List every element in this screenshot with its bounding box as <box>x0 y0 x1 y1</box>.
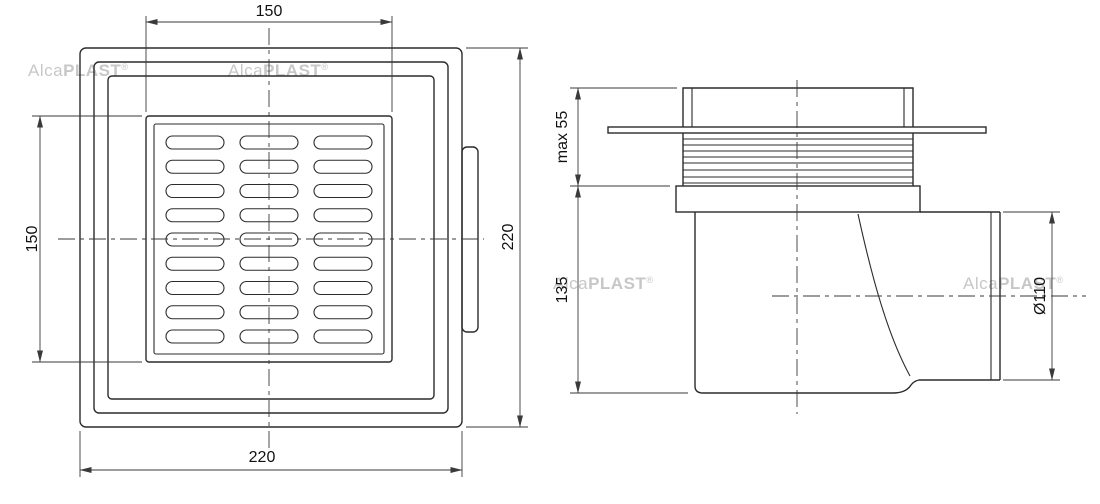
grate-slot <box>165 208 225 223</box>
dim-height: 135 <box>554 277 571 304</box>
watermark-text: AlcaPLAST® <box>28 61 128 80</box>
top-view-dimensions: 150 150 220 220 <box>24 3 528 477</box>
grate-slot <box>313 183 373 199</box>
outer-frame <box>79 47 463 428</box>
watermark-text: AlcaPLAST® <box>963 274 1063 293</box>
dim-body-height: 220 <box>500 224 517 251</box>
top-view <box>58 28 484 448</box>
grate-slot <box>313 329 373 344</box>
grate-edge <box>682 87 914 127</box>
grate-slot <box>313 232 373 247</box>
grate-slot <box>165 329 225 344</box>
body-rim <box>675 185 921 213</box>
grate-slot <box>165 135 225 150</box>
grate-slot <box>313 208 373 223</box>
grate-slot <box>313 280 373 296</box>
watermarks: AlcaPLAST® AlcaPLAST® AlcaPLAST® AlcaPLA… <box>28 61 1063 293</box>
grate-slot <box>313 305 373 320</box>
inner-frame <box>107 75 435 400</box>
dim-collar-max: max 55 <box>554 111 571 164</box>
grate-slot <box>165 256 225 271</box>
side-view-dimensions: max 55 135 Ø110 <box>554 87 1060 394</box>
grate-slot <box>165 232 225 247</box>
grate-slot <box>165 159 225 174</box>
body-outline <box>694 212 1000 394</box>
dim-body-width: 220 <box>249 449 276 466</box>
grate-slot <box>313 135 373 150</box>
middle-frame <box>93 61 449 414</box>
side-view <box>607 80 1086 414</box>
grate-slot <box>165 183 225 199</box>
dim-outlet-diameter: Ø110 <box>1032 277 1049 315</box>
dim-grate-width: 150 <box>256 3 283 20</box>
grate-slot <box>165 305 225 320</box>
side-outlet-tab <box>461 146 479 333</box>
grate-slot <box>313 159 373 174</box>
grate-slot <box>313 256 373 271</box>
dim-grate-height: 150 <box>24 226 41 253</box>
grate-slot <box>165 280 225 296</box>
collar-rings <box>683 138 913 184</box>
elbow-curve <box>857 213 911 377</box>
watermark-text: AlcaPLAST® <box>228 61 328 80</box>
